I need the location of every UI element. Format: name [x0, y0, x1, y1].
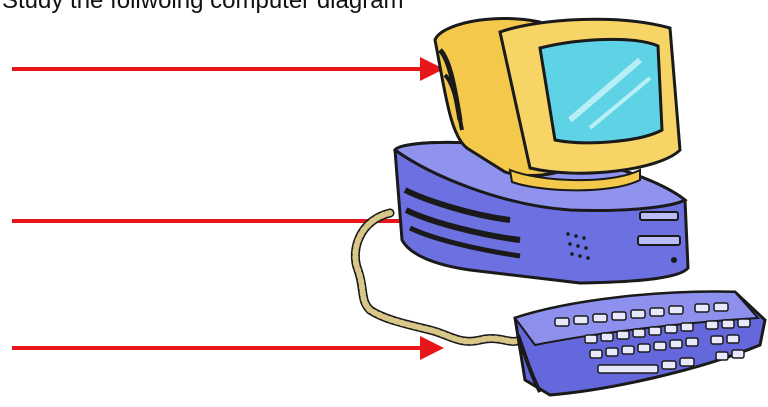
computer-illustration	[340, 0, 768, 407]
keyboard	[515, 292, 765, 395]
